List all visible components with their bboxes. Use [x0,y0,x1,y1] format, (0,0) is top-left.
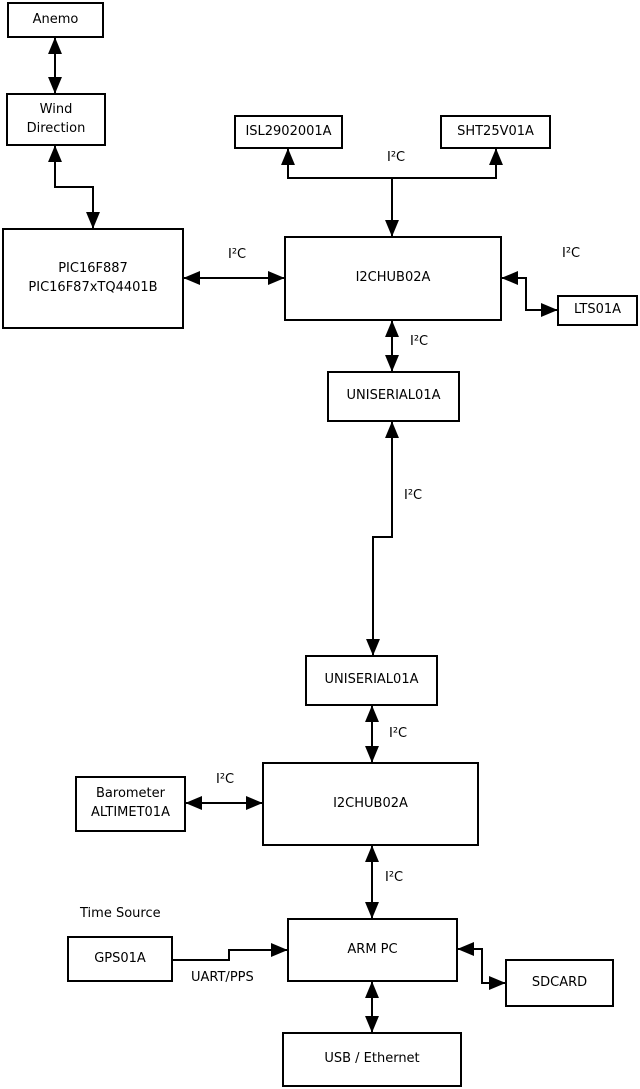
node-wind-direction: Wind Direction [6,93,106,146]
label-time-source: Time Source [80,906,161,921]
node-pic: PIC16F887 PIC16F87xTQ4401B [2,228,184,329]
node-uniserial-1: UNISERIAL01A [327,371,460,422]
label-i2c-isl-sht: I²C [387,150,406,165]
node-label-sht: SHT25V01A [457,123,534,139]
node-barometer: Barometer ALTIMET01A [75,776,186,832]
label-i2c-barometer: I²C [216,772,235,787]
node-uniserial-2: UNISERIAL01A [305,655,438,706]
node-label-i2chub-2: I2CHUB02A [333,795,408,811]
node-label-pic: PIC16F887 PIC16F87xTQ4401B [28,260,158,295]
label-i2c-uniserial2-hub2: I²C [389,726,408,741]
node-anemo: Anemo [7,2,104,38]
edge-uniserial1-uniserial2 [366,421,399,656]
node-label-i2chub-1: I2CHUB02A [355,270,431,286]
edge-branch-isl [281,148,392,179]
edge-branch-sht [392,148,503,179]
node-label-sdcard: SDCARD [531,974,588,990]
label-i2c-pic-i2chub1: I²C [228,247,247,262]
node-label-uniserial-1: UNISERIAL01A [346,388,441,404]
node-arm-pc: ARM PC [287,918,458,982]
label-i2c-hub2-armpc: I²C [385,870,404,885]
node-label-wind-direction: Wind Direction [26,101,86,136]
node-label-isl: ISL2902001A [245,123,332,139]
node-label-usb-ethernet: USB / Ethernet [324,1051,420,1067]
node-usb-ethernet: USB / Ethernet [282,1032,462,1087]
node-label-uniserial-2: UNISERIAL01A [324,672,419,688]
node-label-lts: LTS01A [573,302,622,318]
label-i2c-i2chub1-lts: I²C [562,246,581,261]
node-label-barometer: Barometer ALTIMET01A [91,786,170,820]
node-i2chub-2: I2CHUB02A [262,762,479,846]
node-gps: GPS01A [67,936,173,982]
node-label-gps: GPS01A [94,950,146,966]
node-sdcard: SDCARD [505,959,614,1007]
label-i2c-i2chub1-uniserial: I²C [410,334,429,349]
edge-i2chub1-lts [501,271,558,317]
node-label-anemo: Anemo [32,11,79,27]
node-lts: LTS01A [557,295,638,326]
edge-armpc-sdcard [457,942,506,990]
node-label-arm-pc: ARM PC [347,941,398,957]
label-uart-pps: UART/PPS [191,970,254,985]
node-sht: SHT25V01A [440,115,551,149]
label-i2c-uniserial-link: I²C [404,488,423,503]
edge-gps-armpc [173,943,288,961]
node-isl: ISL2902001A [234,115,343,149]
edge-winddir-pic [48,145,100,229]
node-i2chub-1: I2CHUB02A [284,236,502,321]
